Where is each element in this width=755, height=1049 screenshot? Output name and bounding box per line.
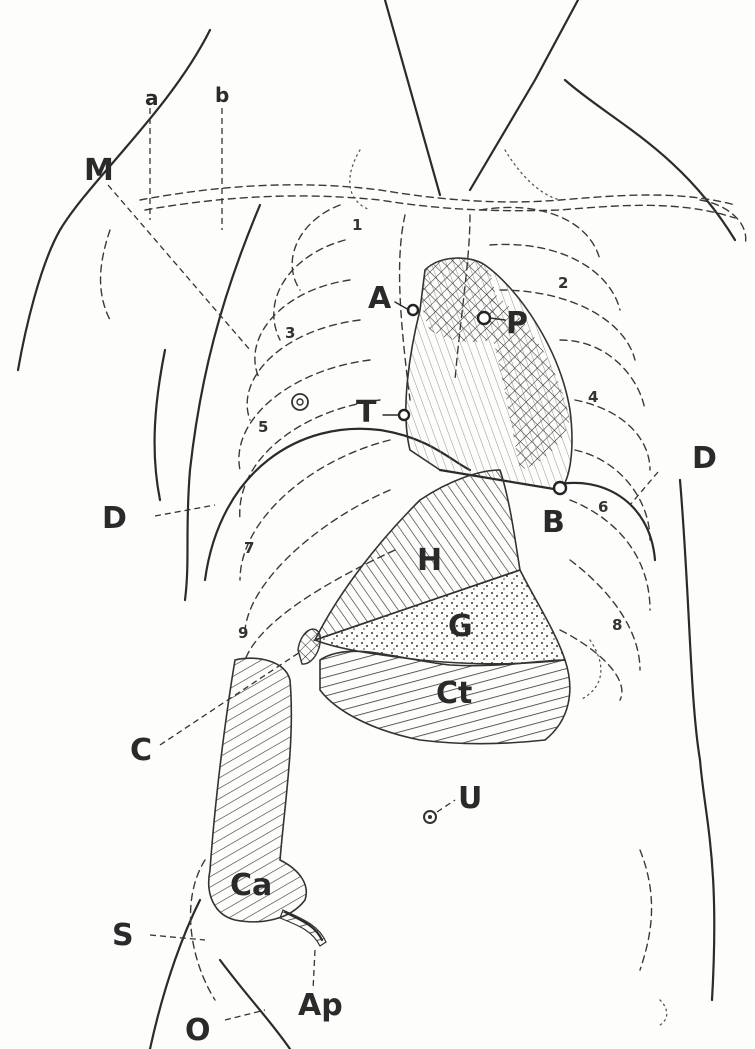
rib-number-9: 9 — [238, 624, 248, 642]
label-a: a — [145, 86, 159, 110]
label-t-point: T — [356, 395, 377, 430]
umbilicus-mark — [424, 811, 436, 823]
point-t-marker — [399, 410, 409, 420]
label-ca-caecum: Ca — [230, 868, 272, 903]
point-b-marker — [554, 482, 566, 494]
label-s: S — [112, 918, 134, 953]
label-a-point: A — [368, 281, 392, 316]
nipple-mark — [292, 394, 308, 410]
label-g-stomach: G — [448, 609, 473, 644]
label-c: C — [130, 733, 152, 768]
label-b-point: B — [542, 505, 565, 540]
rib-number-3: 3 — [285, 324, 295, 342]
label-d-left: D — [102, 501, 127, 536]
label-p-point: P — [506, 306, 528, 341]
heart-region — [406, 258, 572, 490]
rib-number-8: 8 — [612, 616, 622, 634]
rib-number-6: 6 — [598, 498, 608, 516]
label-b: b — [215, 83, 229, 107]
gallbladder-region — [298, 629, 320, 664]
label-m: M — [84, 153, 114, 188]
label-ct-colon: Ct — [436, 676, 472, 711]
label-h-liver: H — [417, 543, 442, 578]
rib-number-7: 7 — [244, 539, 254, 557]
rib-number-2: 2 — [558, 274, 568, 292]
rib-number-5: 5 — [258, 418, 268, 436]
rib-number-1: 1 — [352, 216, 362, 234]
rib-number-4: 4 — [588, 388, 598, 406]
label-d-right: D — [692, 441, 717, 476]
point-p-marker — [478, 312, 490, 324]
label-ap-appendix: Ap — [298, 988, 343, 1023]
label-u: U — [458, 781, 482, 816]
label-o: O — [185, 1013, 211, 1048]
